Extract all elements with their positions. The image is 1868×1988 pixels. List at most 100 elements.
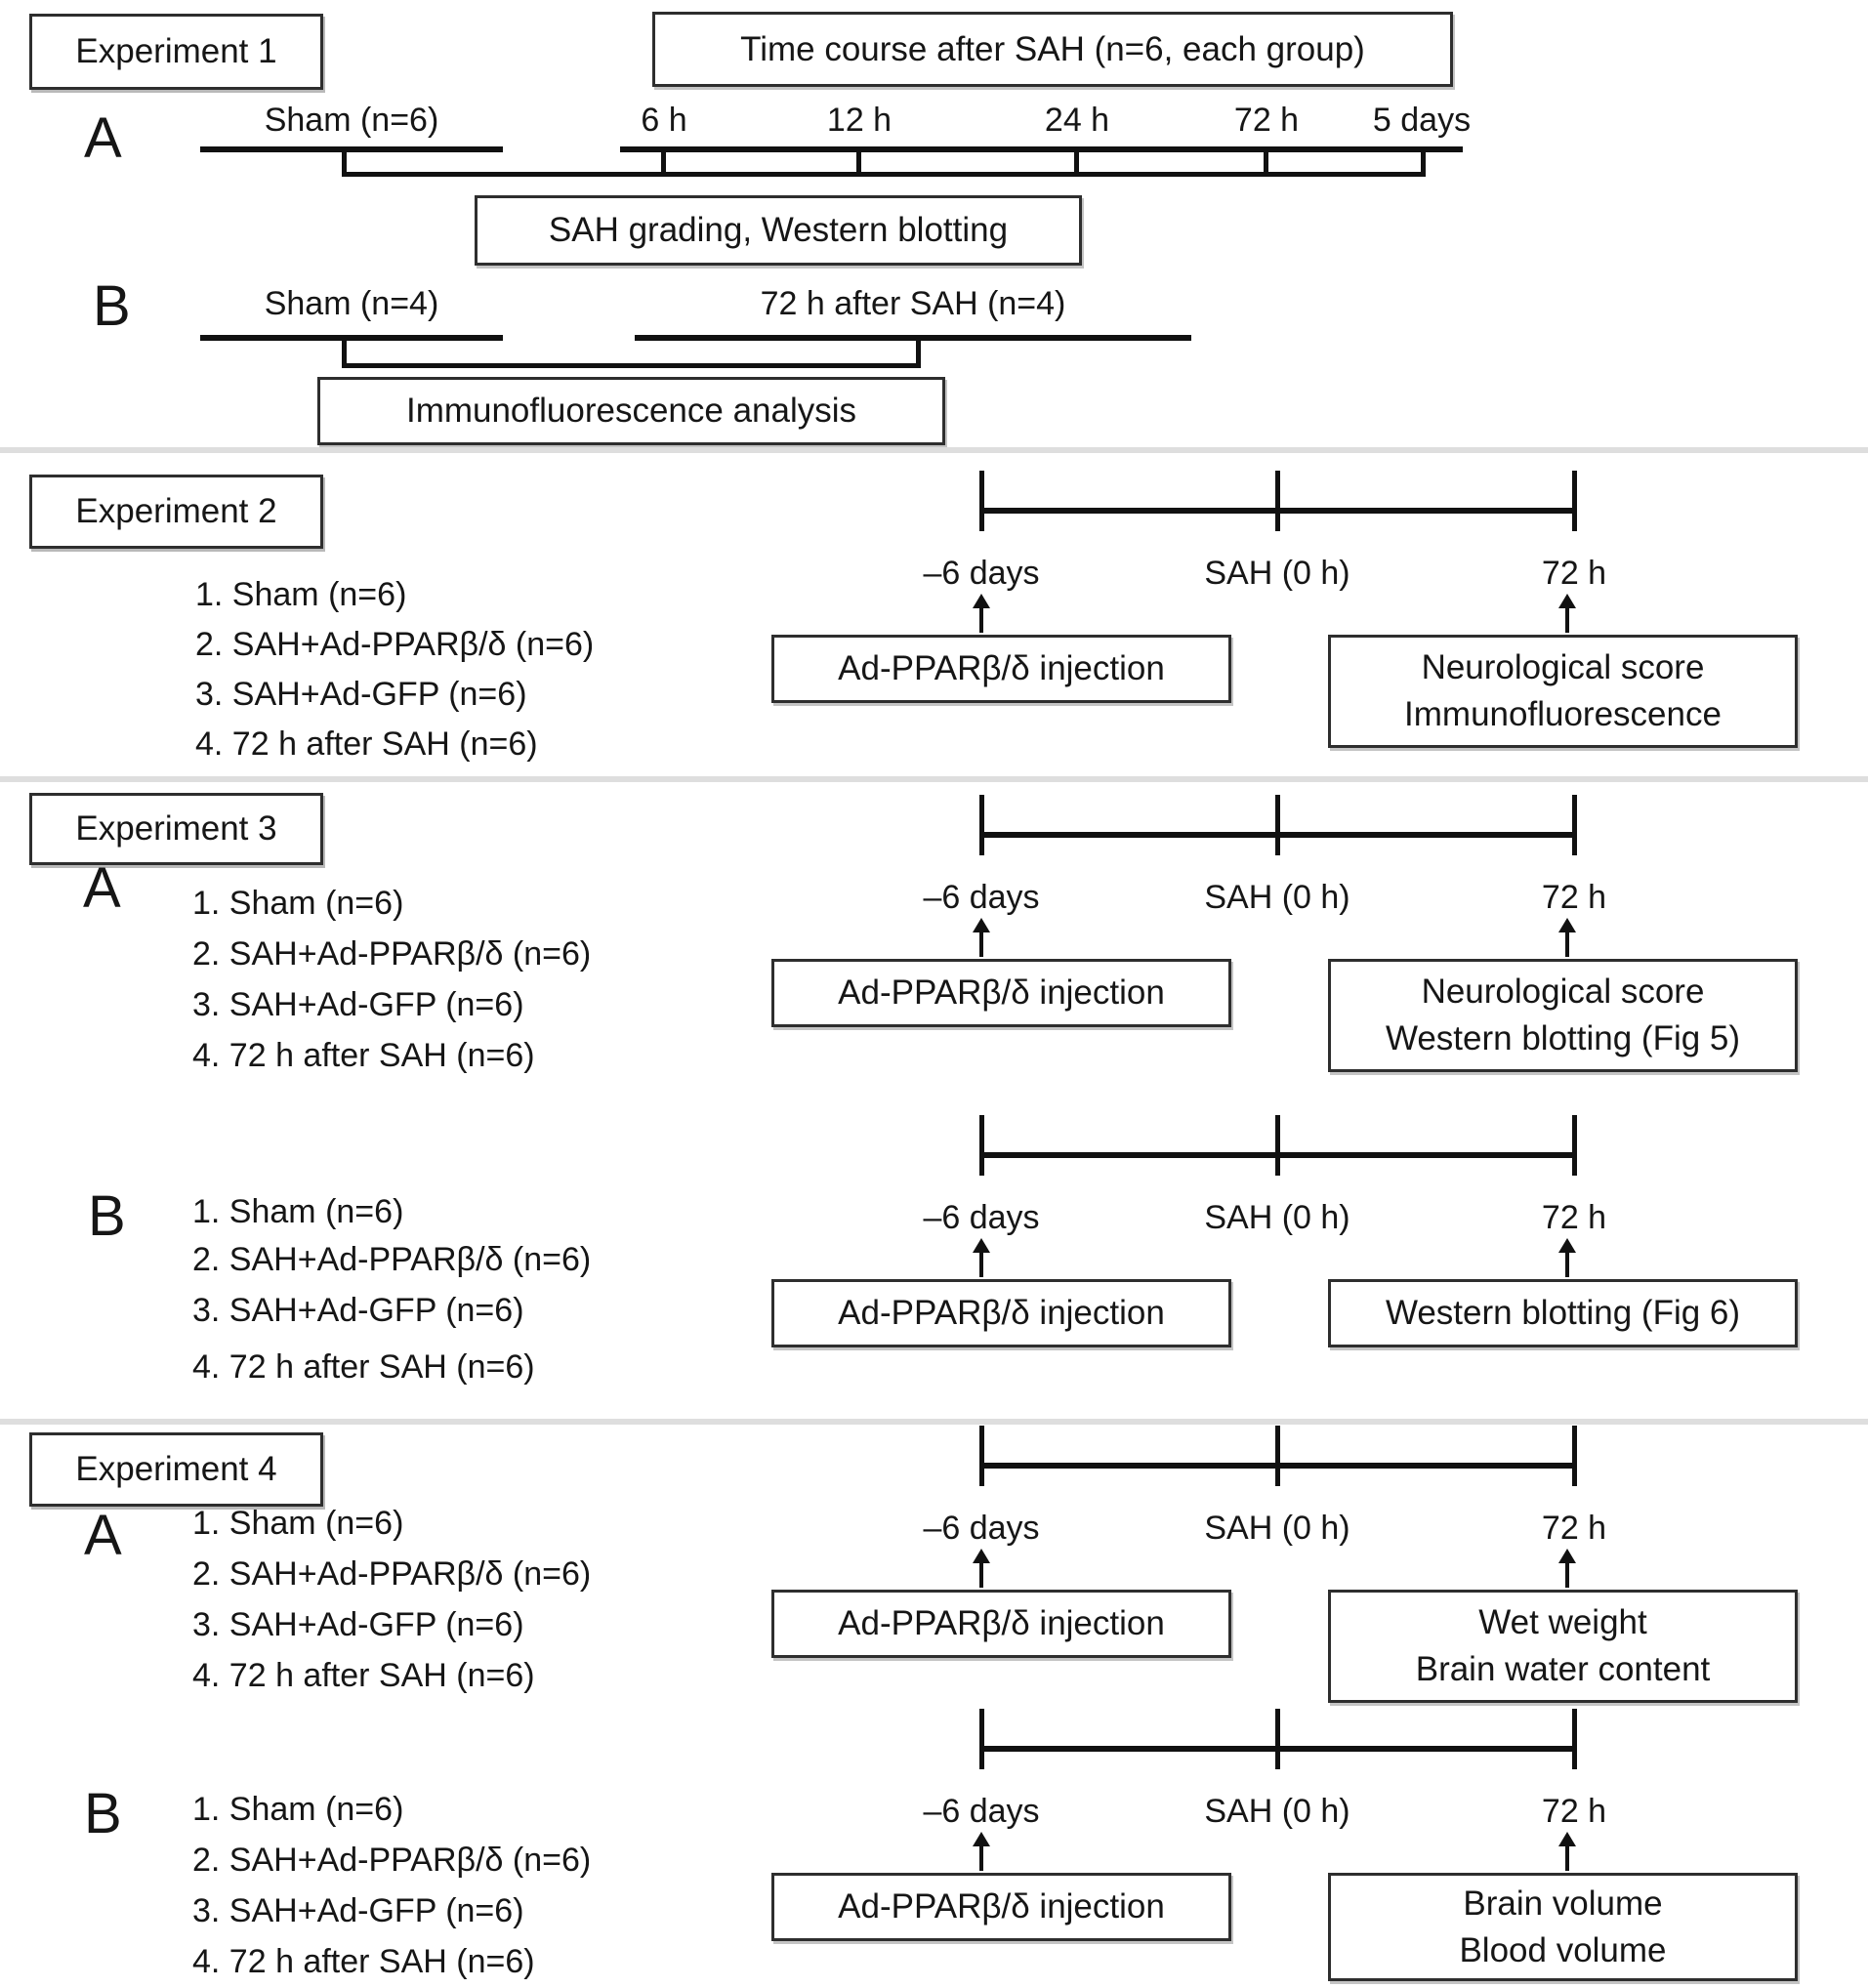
timeline-tick bbox=[1275, 1115, 1280, 1176]
exp2-outcome-box: Neurological score Immunofluorescence bbox=[1328, 635, 1798, 748]
timeline-label-start: –6 days bbox=[923, 1510, 1040, 1547]
exp1a-tick-label-72h: 72 h bbox=[1233, 102, 1300, 139]
group-list-item: 2. SAH+Ad-PPARβ/δ (n=6) bbox=[192, 1842, 592, 1879]
exp3b-timeline: –6 days SAH (0 h) 72 h Ad-PPARβ/δ inject… bbox=[0, 1115, 1868, 1418]
timeline-line bbox=[981, 508, 1574, 514]
timeline-tick bbox=[1275, 1426, 1280, 1486]
exp4a-outcome-box: Wet weight Brain water content bbox=[1328, 1590, 1798, 1703]
up-arrow-icon bbox=[1558, 1832, 1576, 1871]
exp2-injection-box: Ad-PPARβ/δ injection bbox=[771, 635, 1231, 703]
timeline-label-event: SAH (0 h) bbox=[1204, 879, 1350, 916]
exp1a-bracket-bottom-line bbox=[342, 172, 1426, 177]
timeline-label-end: 72 h bbox=[1541, 555, 1607, 592]
group-list-item: 3. SAH+Ad-GFP (n=6) bbox=[192, 1892, 524, 1929]
group-list-item: 4. 72 h after SAH (n=6) bbox=[195, 725, 538, 763]
outcome-line: Wet weight bbox=[1478, 1603, 1647, 1641]
timeline-tick bbox=[979, 471, 984, 531]
group-list-item: 2. SAH+Ad-PPARβ/δ (n=6) bbox=[195, 626, 595, 663]
outcome-line: Blood volume bbox=[1459, 1930, 1667, 1969]
timeline-tick bbox=[1572, 1426, 1577, 1486]
outcome-line: Brain volume bbox=[1463, 1884, 1663, 1923]
experiment-1-title-box: Experiment 1 bbox=[29, 14, 323, 90]
up-arrow-icon bbox=[973, 1832, 990, 1871]
up-arrow-icon bbox=[973, 594, 990, 633]
exp1a-sham-label: Sham (n=6) bbox=[264, 102, 439, 139]
exp1-section-a-label: A bbox=[84, 106, 122, 170]
timeline-label-start: –6 days bbox=[923, 1199, 1040, 1236]
exp1a-tick-label-24h: 24 h bbox=[1044, 102, 1110, 139]
group-list-item: 4. 72 h after SAH (n=6) bbox=[192, 1943, 535, 1980]
section-divider-1 bbox=[0, 447, 1868, 453]
timeline-tick bbox=[1275, 795, 1280, 855]
up-arrow-icon bbox=[1558, 918, 1576, 957]
exp4-section-a-label: A bbox=[84, 1504, 122, 1567]
exp3-section-a-label: A bbox=[83, 856, 121, 920]
timeline-tick bbox=[979, 1709, 984, 1769]
exp1a-tick-6h bbox=[661, 146, 666, 177]
up-arrow-icon bbox=[973, 918, 990, 957]
timeline-label-start: –6 days bbox=[923, 1793, 1040, 1830]
group-list-item: 1. Sham (n=6) bbox=[192, 1505, 404, 1542]
timeline-label-event: SAH (0 h) bbox=[1204, 1510, 1350, 1547]
group-list-item: 2. SAH+Ad-PPARβ/δ (n=6) bbox=[192, 935, 592, 973]
timeline-tick bbox=[979, 795, 984, 855]
experiment-2-title-box: Experiment 2 bbox=[29, 475, 323, 549]
timeline-tick bbox=[1572, 1115, 1577, 1176]
outcome-line: Western blotting (Fig 6) bbox=[1385, 1294, 1741, 1332]
group-list-item: 4. 72 h after SAH (n=6) bbox=[192, 1348, 535, 1386]
group-list-item: 1. Sham (n=6) bbox=[192, 885, 404, 922]
group-list-item: 4. 72 h after SAH (n=6) bbox=[192, 1657, 535, 1694]
exp1a-sah-timeline-line bbox=[620, 146, 1463, 152]
timeline-label-end: 72 h bbox=[1541, 1793, 1607, 1830]
exp1b-sham-timeline-line bbox=[200, 335, 503, 341]
group-list-item: 3. SAH+Ad-GFP (n=6) bbox=[195, 676, 527, 713]
group-list-item: 4. 72 h after SAH (n=6) bbox=[192, 1037, 535, 1074]
exp4-section-b-label: B bbox=[84, 1782, 122, 1845]
exp3b-outcome-box: Western blotting (Fig 6) bbox=[1328, 1279, 1798, 1347]
exp4b-outcome-box: Brain volume Blood volume bbox=[1328, 1873, 1798, 1981]
timeline-tick bbox=[1572, 1709, 1577, 1769]
timeline-label-event: SAH (0 h) bbox=[1204, 1199, 1350, 1236]
timeline-tick bbox=[1275, 471, 1280, 531]
timeline-line bbox=[981, 1152, 1574, 1158]
timeline-tick bbox=[1275, 1709, 1280, 1769]
group-list-item: 2. SAH+Ad-PPARβ/δ (n=6) bbox=[192, 1555, 592, 1593]
up-arrow-icon bbox=[973, 1238, 990, 1277]
exp1b-sah-label: 72 h after SAH (n=4) bbox=[760, 285, 1066, 322]
exp1b-bracket-left-tick bbox=[342, 335, 347, 368]
timeline-line bbox=[981, 1746, 1574, 1752]
exp3-section-b-label: B bbox=[88, 1184, 126, 1248]
timeline-label-end: 72 h bbox=[1541, 879, 1607, 916]
timeline-label-event: SAH (0 h) bbox=[1204, 1793, 1350, 1830]
timeline-label-event: SAH (0 h) bbox=[1204, 555, 1350, 592]
exp1a-outcome-box: SAH grading, Western blotting bbox=[475, 195, 1082, 266]
timeline-tick bbox=[979, 1426, 984, 1486]
exp1b-sah-timeline-line bbox=[635, 335, 1191, 341]
group-list-item: 3. SAH+Ad-GFP (n=6) bbox=[192, 1292, 524, 1329]
exp3b-injection-box: Ad-PPARβ/δ injection bbox=[771, 1279, 1231, 1347]
outcome-line: Immunofluorescence bbox=[1404, 695, 1722, 733]
up-arrow-icon bbox=[1558, 1549, 1576, 1588]
group-list-item: 3. SAH+Ad-GFP (n=6) bbox=[192, 986, 524, 1023]
timeline-tick bbox=[1572, 795, 1577, 855]
exp1a-tick-24h bbox=[1074, 146, 1079, 177]
group-list-item: 1. Sham (n=6) bbox=[192, 1791, 404, 1828]
exp3a-outcome-box: Neurological score Western blotting (Fig… bbox=[1328, 959, 1798, 1072]
outcome-line: Brain water content bbox=[1415, 1650, 1711, 1688]
timeline-line bbox=[981, 1463, 1574, 1469]
group-list-item: 1. Sham (n=6) bbox=[192, 1193, 404, 1230]
exp1a-tick-label-6h: 6 h bbox=[641, 102, 687, 139]
section-divider-3 bbox=[0, 1419, 1868, 1425]
exp1a-bracket-left-tick bbox=[342, 146, 347, 177]
timeline-label-end: 72 h bbox=[1541, 1510, 1607, 1547]
exp3a-injection-box: Ad-PPARβ/δ injection bbox=[771, 959, 1231, 1027]
up-arrow-icon bbox=[1558, 594, 1576, 633]
up-arrow-icon bbox=[1558, 1238, 1576, 1277]
timeline-line bbox=[981, 832, 1574, 838]
timeline-tick bbox=[979, 1115, 984, 1176]
group-list-item: 3. SAH+Ad-GFP (n=6) bbox=[192, 1606, 524, 1643]
exp4a-timeline: –6 days SAH (0 h) 72 h Ad-PPARβ/δ inject… bbox=[0, 1426, 1868, 1728]
exp1b-bracket-right-tick bbox=[916, 335, 921, 368]
exp2-timeline: –6 days SAH (0 h) 72 h Ad-PPARβ/δ inject… bbox=[0, 471, 1868, 773]
